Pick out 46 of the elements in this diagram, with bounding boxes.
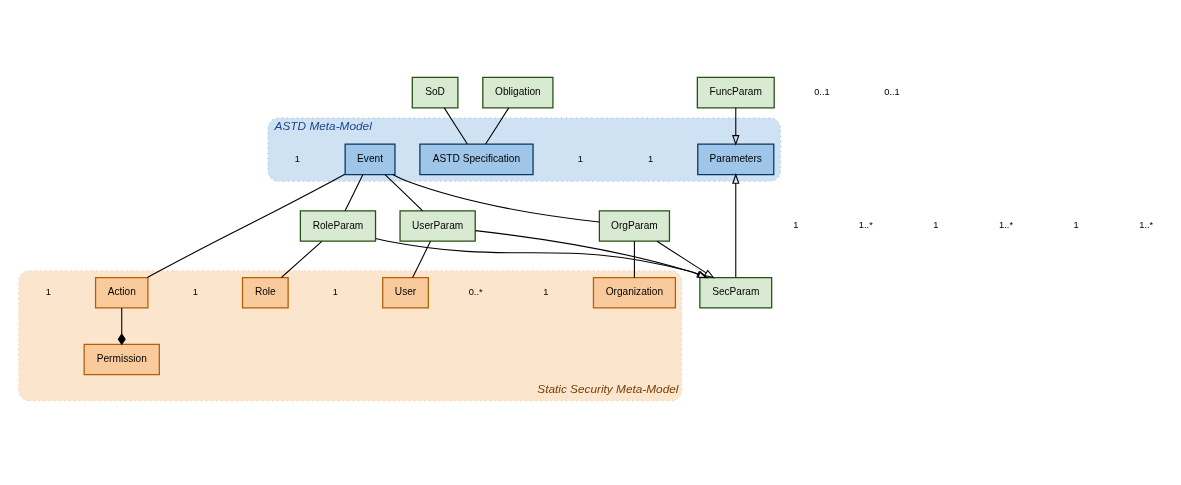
connector (280, 240, 323, 279)
arrow (732, 173, 740, 278)
node-box: FuncParam (696, 76, 775, 109)
node-box: User (382, 276, 429, 309)
connector (392, 174, 600, 223)
label: 1 (933, 220, 939, 231)
connector (412, 240, 432, 279)
arrow (656, 240, 715, 279)
node-box: Role (241, 276, 289, 309)
label: 1 (192, 287, 198, 298)
label: 0..1 (884, 86, 900, 97)
label: 1 (647, 153, 654, 164)
node-box: Obligation (482, 76, 554, 109)
node-box: Parameters (697, 143, 775, 176)
arrow (474, 230, 708, 279)
node-box: Action (94, 276, 149, 309)
node-box: UserParam (399, 210, 476, 242)
arrow (375, 237, 709, 279)
arrow (732, 107, 740, 146)
label: 1 (793, 220, 799, 231)
label: 1..* (858, 220, 873, 231)
connector (344, 174, 364, 212)
label: 1 (294, 153, 301, 164)
connector (117, 307, 126, 346)
label: 1..* (1139, 220, 1154, 231)
node-box: ASTD Specification (419, 143, 534, 176)
label: 1 (45, 287, 51, 298)
node-box: SoD (411, 76, 459, 109)
node-box: SecParam (699, 276, 773, 309)
label: 0..* (468, 287, 483, 298)
label: 0..1 (814, 86, 830, 97)
label: 1 (577, 153, 583, 164)
node-box: OrgParam (598, 210, 671, 242)
node-box: Event (344, 143, 396, 176)
label: 1 (543, 287, 549, 298)
label: 1 (332, 287, 339, 298)
connector (443, 107, 468, 145)
node-box: Organization (592, 276, 676, 309)
connector (384, 174, 424, 212)
label: 1..* (999, 220, 1014, 231)
node-box: Permission (83, 343, 160, 376)
node-box: RoleParam (299, 210, 377, 242)
connector (633, 240, 635, 279)
label: 1 (1073, 220, 1079, 231)
connector (146, 173, 346, 279)
connector (485, 107, 510, 145)
